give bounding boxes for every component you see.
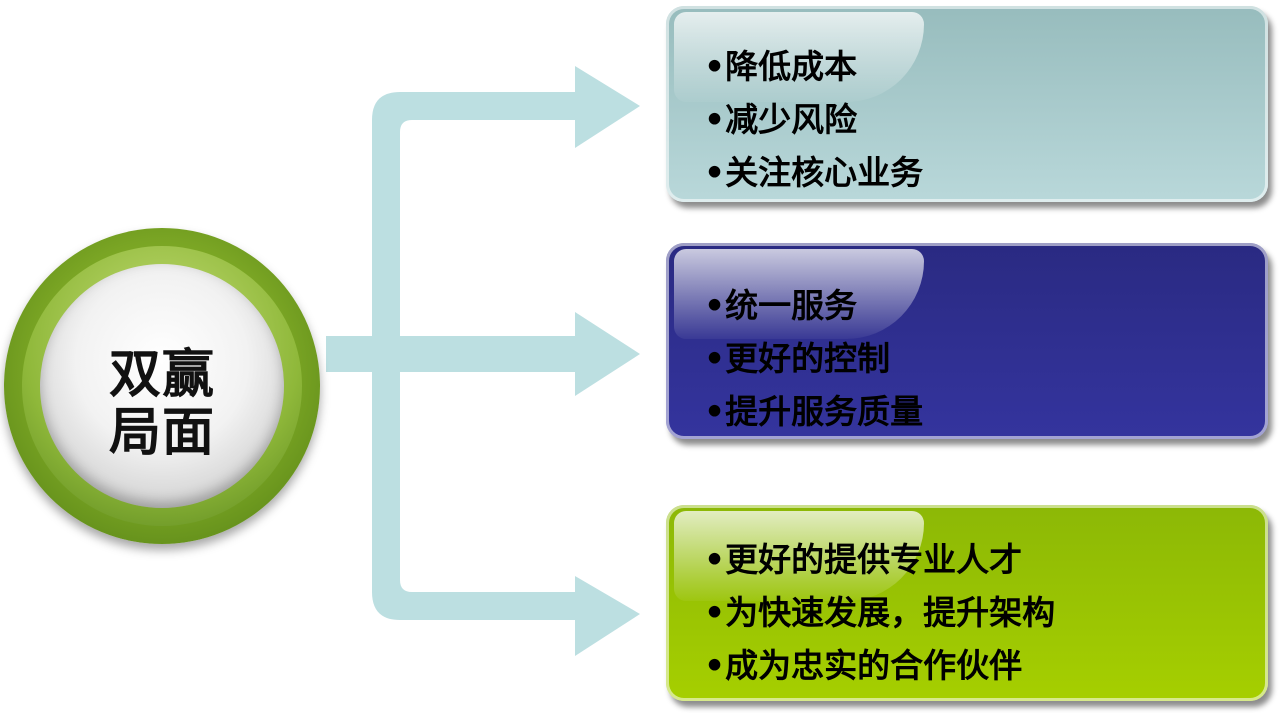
list-item: •减少风险 — [704, 100, 858, 139]
benefit-list: •统一服务 •更好的控制 •提升服务质量 — [704, 279, 923, 438]
benefit-list: •降低成本 •减少风险 •关注核心业务 — [704, 40, 923, 199]
box-gloss — [674, 511, 924, 601]
circle-core: 双赢 局面 — [40, 264, 284, 508]
circle-ring: 双赢 局面 — [22, 246, 302, 526]
arrow-trunk — [372, 92, 575, 362]
benefit-box-talent: •更好的提供专业人才 •为快速发展，提升架构 •成为忠实的合作伙伴 — [666, 505, 1268, 701]
center-title-line1: 双赢 — [108, 345, 215, 405]
box-gloss — [674, 12, 924, 102]
list-item: •降低成本 — [704, 47, 858, 86]
arrow-head-top — [575, 66, 640, 148]
list-item: •统一服务 — [704, 286, 858, 325]
center-title-line2: 局面 — [108, 403, 215, 463]
center-circle: 双赢 局面 — [4, 228, 320, 544]
list-item: •更好的提供专业人才 — [704, 540, 1023, 579]
list-item: •提升服务质量 — [704, 392, 924, 431]
arrow-head-bottom — [575, 576, 640, 656]
center-title: 双赢 局面 — [40, 346, 284, 462]
benefit-box-cost: •降低成本 •减少风险 •关注核心业务 — [666, 6, 1268, 202]
list-item: •更好的控制 — [704, 339, 891, 378]
box-gloss — [674, 249, 924, 339]
benefit-list: •更好的提供专业人才 •为快速发展，提升架构 •成为忠实的合作伙伴 — [704, 533, 1055, 692]
arrow-head-middle — [575, 312, 640, 396]
list-item: •为快速发展，提升架构 — [704, 593, 1056, 632]
list-item: •成为忠实的合作伙伴 — [704, 646, 1023, 685]
list-item: •关注核心业务 — [704, 153, 924, 192]
benefit-box-service: •统一服务 •更好的控制 •提升服务质量 — [666, 243, 1268, 439]
